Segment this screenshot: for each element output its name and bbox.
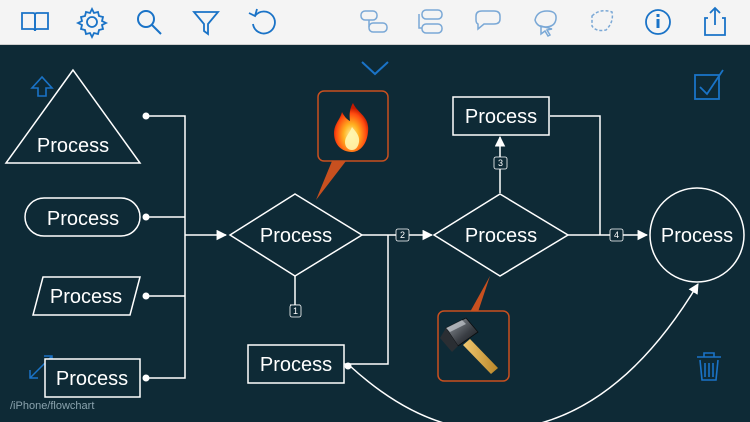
svg-text:Process: Process bbox=[47, 208, 119, 230]
connector-label-3[interactable]: 3 bbox=[493, 156, 508, 170]
connector-label-1[interactable]: 1 bbox=[289, 304, 302, 318]
svg-text:Process: Process bbox=[56, 368, 128, 390]
gear-icon[interactable] bbox=[74, 4, 110, 40]
svg-text:Process: Process bbox=[465, 225, 537, 247]
share-icon[interactable] bbox=[697, 4, 733, 40]
rect-node-bottom[interactable]: Process bbox=[247, 344, 345, 384]
triangle-node[interactable]: Process bbox=[4, 68, 142, 164]
connector-label-2[interactable]: 2 bbox=[395, 228, 410, 242]
svg-text:Process: Process bbox=[661, 225, 733, 247]
chevron-down-icon[interactable] bbox=[361, 61, 389, 76]
node-group-icon[interactable] bbox=[413, 4, 449, 40]
arrow-up-icon[interactable] bbox=[30, 75, 54, 97]
svg-text:3: 3 bbox=[498, 158, 503, 168]
svg-text:Process: Process bbox=[260, 225, 332, 247]
fire-callout[interactable] bbox=[316, 90, 389, 200]
svg-text:Process: Process bbox=[465, 106, 537, 128]
svg-text:4: 4 bbox=[614, 230, 619, 240]
fire-icon bbox=[334, 103, 369, 152]
hammer-icon bbox=[440, 317, 498, 374]
filter-icon[interactable] bbox=[188, 4, 224, 40]
connector-label-4[interactable]: 4 bbox=[609, 228, 624, 242]
flowchart-canvas[interactable]: 1 2 3 4 Process Process bbox=[0, 45, 750, 422]
rect-node-left[interactable]: Process bbox=[44, 358, 141, 398]
trash-icon[interactable] bbox=[697, 352, 721, 381]
undo-icon[interactable] bbox=[245, 4, 281, 40]
svg-text:Process: Process bbox=[260, 354, 332, 376]
svg-text:2: 2 bbox=[400, 230, 405, 240]
lasso-icon[interactable] bbox=[527, 4, 563, 40]
dashed-shape-icon[interactable] bbox=[584, 4, 620, 40]
diamond-node-2[interactable]: Process bbox=[432, 193, 570, 277]
checkbox-icon[interactable] bbox=[694, 69, 724, 100]
svg-text:Process: Process bbox=[50, 286, 122, 308]
parallelogram-node[interactable]: Process bbox=[32, 276, 141, 316]
node-stack-icon[interactable] bbox=[356, 4, 392, 40]
circle-node[interactable]: Process bbox=[649, 187, 745, 283]
stadium-node[interactable]: Process bbox=[24, 197, 141, 237]
info-icon[interactable] bbox=[640, 4, 676, 40]
speech-bubble-icon[interactable] bbox=[470, 4, 506, 40]
svg-text:Process: Process bbox=[37, 135, 109, 157]
book-icon[interactable] bbox=[17, 4, 53, 40]
file-path-label: /iPhone/flowchart bbox=[10, 400, 95, 412]
diamond-node-1[interactable]: Process bbox=[228, 193, 364, 277]
search-icon[interactable] bbox=[131, 4, 167, 40]
top-toolbar bbox=[0, 0, 750, 45]
rect-node-top[interactable]: Process bbox=[452, 96, 550, 136]
svg-text:1: 1 bbox=[293, 306, 298, 316]
hammer-callout[interactable] bbox=[437, 276, 510, 382]
